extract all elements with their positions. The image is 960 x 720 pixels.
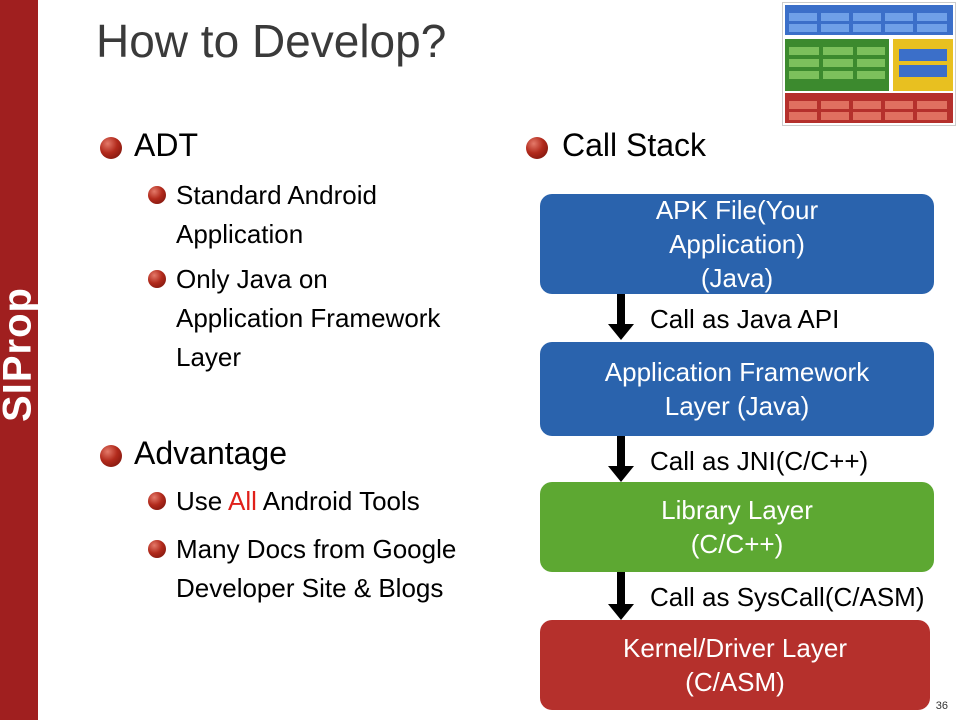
- call-label-jni: Call as JNI(C/C++): [650, 446, 869, 476]
- arrow-head-icon: [608, 466, 634, 482]
- adt-item-line: Standard Android: [176, 180, 377, 210]
- box-line: Layer (Java): [664, 391, 810, 421]
- advantage-item-tools: Use All Android Tools: [176, 482, 420, 521]
- adv-text: Use: [176, 486, 229, 516]
- page-title: How to Develop?: [96, 15, 447, 67]
- sub-bullet-icon: [148, 492, 166, 510]
- sub-bullet-icon: [148, 540, 166, 558]
- arrow-down-icon: [617, 572, 625, 606]
- sub-bullet-icon: [148, 186, 166, 204]
- box-line: Application Framework: [604, 357, 870, 387]
- call-label-java: Call as Java API: [650, 304, 840, 334]
- box-line: Library Layer: [661, 495, 813, 525]
- adt-item-line: Application Framework: [176, 303, 441, 333]
- adt-item-line: Layer: [176, 342, 242, 372]
- adv-text: Android Tools: [256, 486, 420, 516]
- highlight-all: All: [228, 486, 257, 516]
- box-line: Application): [669, 229, 805, 259]
- call-label-syscall: Call as SysCall(C/ASM): [650, 582, 925, 612]
- library-layer-box: Library Layer (C/C++): [540, 482, 934, 572]
- advantage-heading: Advantage: [134, 435, 288, 471]
- arrow-head-icon: [608, 604, 634, 620]
- android-architecture-thumbnail: [782, 2, 956, 126]
- adt-item-line: Only Java on: [176, 264, 328, 294]
- adt-heading: ADT: [134, 127, 198, 163]
- bullet-icon: [100, 445, 122, 467]
- advantage-item-docs: Developer Site & Blogs: [176, 573, 444, 603]
- advantage-item-docs: Many Docs from Google: [176, 534, 457, 564]
- kernel-layer-box: Kernel/Driver Layer (C/ASM): [540, 620, 930, 710]
- brand-logo: SIProp: [0, 287, 40, 422]
- bullet-icon: [526, 137, 548, 159]
- arrow-down-icon: [617, 294, 625, 326]
- box-line: (C/C++): [690, 529, 784, 559]
- arrow-head-icon: [608, 324, 634, 340]
- framework-layer-box: Application Framework Layer (Java): [540, 342, 934, 436]
- adt-item-line: Application: [176, 219, 304, 249]
- call-stack-heading: Call Stack: [562, 127, 707, 163]
- box-line: (Java): [700, 263, 774, 293]
- box-line: Kernel/Driver Layer: [623, 633, 847, 663]
- bullet-icon: [100, 137, 122, 159]
- box-line: (C/ASM): [685, 667, 785, 697]
- sub-bullet-icon: [148, 270, 166, 288]
- arrow-down-icon: [617, 436, 625, 468]
- apk-layer-box: APK File(Your Application) (Java): [540, 194, 934, 294]
- page-number: 36: [935, 700, 948, 712]
- sidebar-band: SIProp: [0, 0, 40, 720]
- box-line: APK File(Your: [655, 195, 819, 225]
